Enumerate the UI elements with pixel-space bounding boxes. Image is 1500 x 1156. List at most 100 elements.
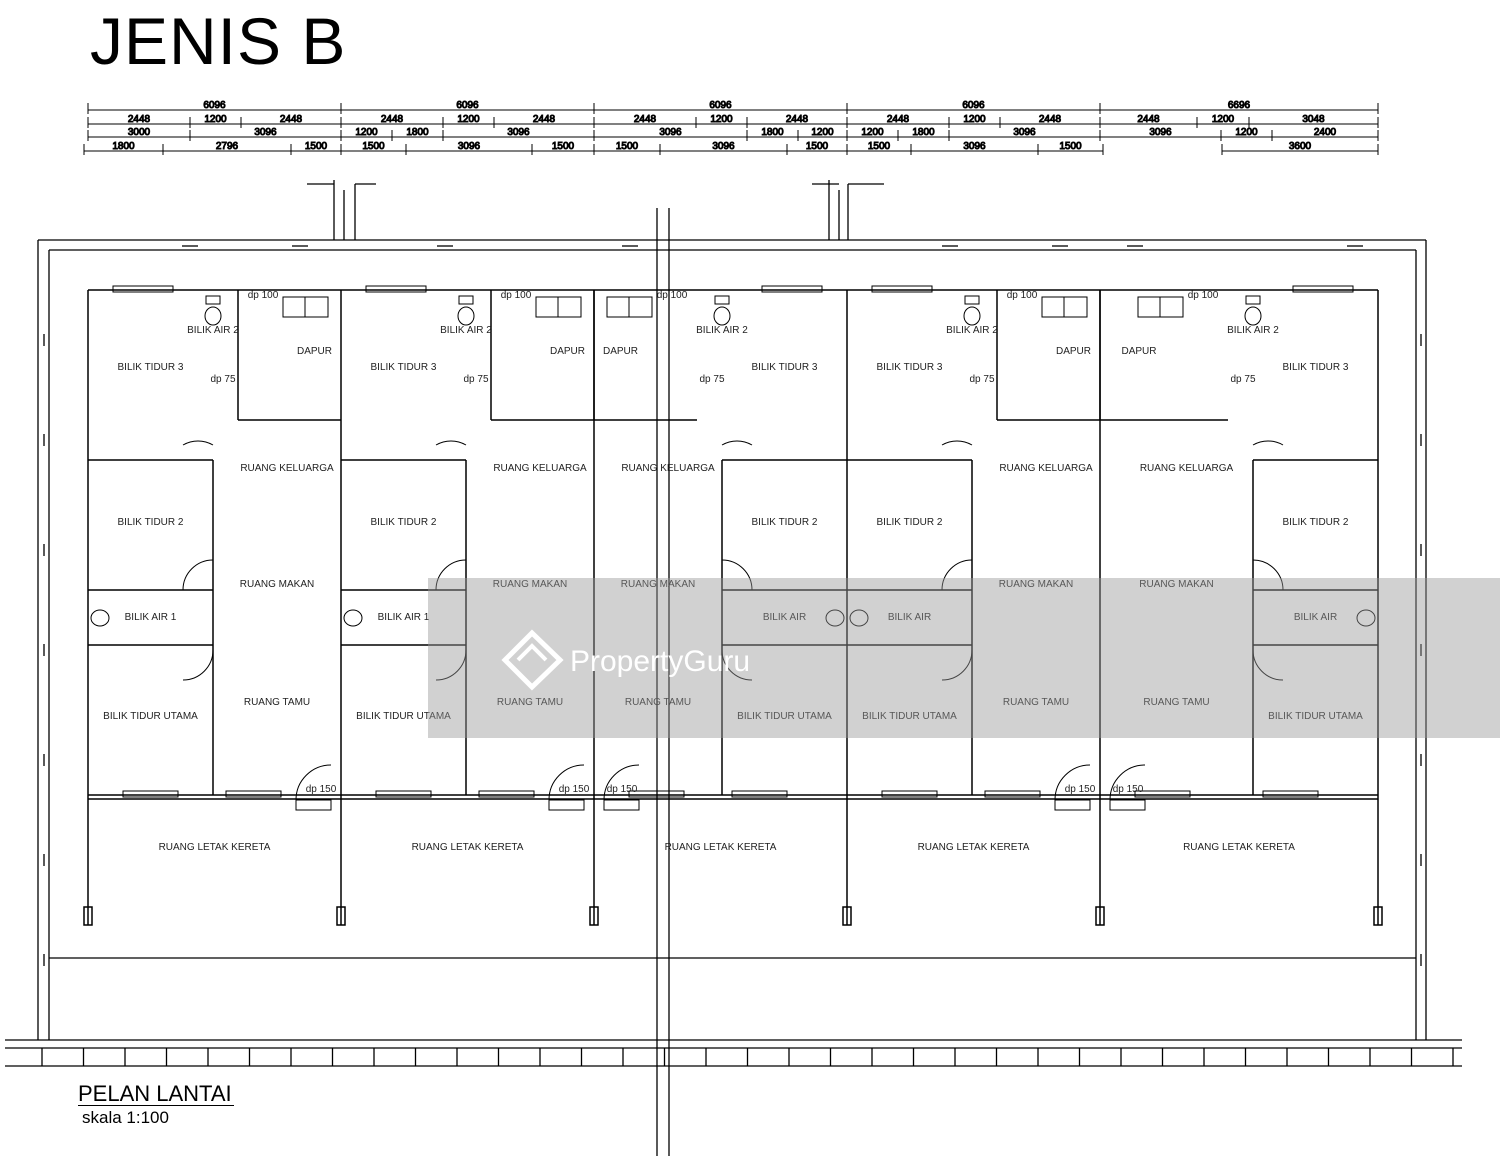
room-label: BILIK TIDUR 2 — [752, 517, 818, 528]
door-tag: dp 75 — [1230, 374, 1255, 385]
room-label: BILIK TIDUR 2 — [877, 517, 943, 528]
dimension-value: 6096 — [962, 100, 985, 111]
dimension-value: 1200 — [811, 127, 834, 138]
room-label: RUANG LETAK KERETA — [159, 842, 271, 853]
main-door — [295, 799, 332, 811]
room-label: BILIK TIDUR 2 — [371, 517, 437, 528]
window — [375, 790, 432, 798]
toilet-tank — [714, 295, 730, 305]
window — [881, 790, 938, 798]
room-label: RUANG LETAK KERETA — [412, 842, 524, 853]
door-swing — [721, 649, 753, 681]
room-label: RUANG KELUARGA — [1140, 463, 1234, 474]
door-tag: dp 75 — [969, 374, 994, 385]
door-tag: dp 100 — [657, 290, 688, 301]
door-swing — [548, 764, 585, 801]
room-label: RUANG KELUARGA — [621, 463, 715, 474]
toilet — [343, 609, 363, 627]
dimension-value: 1200 — [1212, 114, 1235, 125]
dimension-value: 1500 — [1059, 141, 1082, 152]
main-door — [548, 799, 585, 811]
toilet-tank — [1245, 295, 1261, 305]
dimension-value: 6096 — [203, 100, 226, 111]
room-label: DAPUR — [1121, 346, 1156, 357]
door-swing — [721, 440, 753, 446]
room-label: BILIK AIR 2 — [1227, 325, 1279, 336]
toilet — [204, 306, 222, 326]
dimension-value: 1500 — [552, 141, 575, 152]
dimension-value: 1500 — [362, 141, 385, 152]
dimension-value: 1800 — [761, 127, 784, 138]
room-label: RUANG LETAK KERETA — [1183, 842, 1295, 853]
door-tag: dp 150 — [306, 784, 337, 795]
toilet — [1244, 306, 1262, 326]
door-swing — [182, 649, 214, 681]
door-swing — [435, 440, 467, 446]
door-swing — [1252, 440, 1284, 446]
room-label: BILIK TIDUR 2 — [118, 517, 184, 528]
room-label: BILIK TIDUR 3 — [118, 362, 184, 373]
door-tag: dp 150 — [607, 784, 638, 795]
toilet-tank — [205, 295, 221, 305]
room-label: RUANG TAMU — [1003, 697, 1069, 708]
dimension-value: 3048 — [1302, 114, 1325, 125]
dimension-value: 1500 — [305, 141, 328, 152]
room-label: DAPUR — [297, 346, 332, 357]
door-tag: dp 100 — [248, 290, 279, 301]
dimension-value: 3096 — [458, 141, 481, 152]
dimension-value: 6096 — [456, 100, 479, 111]
room-label: RUANG KELUARGA — [493, 463, 587, 474]
door-swing — [721, 559, 753, 591]
room-label: RUANG TAMU — [625, 697, 691, 708]
room-label: RUANG LETAK KERETA — [918, 842, 1030, 853]
door-swing — [1109, 764, 1146, 801]
room-label: BILIK TIDUR 3 — [1283, 362, 1349, 373]
door-swing — [1054, 764, 1091, 801]
toilet — [849, 609, 869, 627]
room-label: BILIK AIR 2 — [946, 325, 998, 336]
main-door — [1054, 799, 1091, 811]
logo-chevron — [516, 643, 548, 662]
toilet — [457, 306, 475, 326]
dimension-value: 1800 — [912, 127, 935, 138]
unit-walls — [83, 289, 1383, 926]
door-tag: dp 75 — [210, 374, 235, 385]
dimension-value: 2448 — [887, 114, 910, 125]
toilet — [713, 306, 731, 326]
fixtures — [90, 285, 1376, 811]
room-label: RUANG MAKAN — [240, 579, 314, 590]
dimension-value: 1200 — [710, 114, 733, 125]
room-label: BILIK AIR 1 — [125, 612, 177, 623]
toilet — [963, 306, 981, 326]
room-label: BILIK AIR 2 — [696, 325, 748, 336]
room-label: RUANG TAMU — [244, 697, 310, 708]
drawing-title: JENIS B — [90, 4, 347, 78]
door-tag: dp 100 — [501, 290, 532, 301]
dimension-value: 2448 — [786, 114, 809, 125]
window — [761, 285, 823, 293]
door-swing — [1252, 649, 1284, 681]
dimension-value: 1500 — [868, 141, 891, 152]
dimension-value: 3000 — [128, 127, 151, 138]
logo-diamond — [501, 629, 564, 691]
window — [122, 790, 179, 798]
dimension-value: 1200 — [963, 114, 986, 125]
toilet-tank — [964, 295, 980, 305]
room-label: BILIK AIR 2 — [187, 325, 239, 336]
dimension-value: 1800 — [112, 141, 135, 152]
room-label: DAPUR — [603, 346, 638, 357]
porch-column — [336, 906, 346, 926]
dimension-value: 2448 — [280, 114, 303, 125]
door-swing — [435, 649, 467, 681]
toilet — [90, 609, 110, 627]
dimension-value: 3096 — [963, 141, 986, 152]
door-tag: dp 100 — [1007, 290, 1038, 301]
door-tag: dp 100 — [1188, 290, 1219, 301]
dimension-value: 2448 — [128, 114, 151, 125]
room-label: DAPUR — [1056, 346, 1091, 357]
window — [1134, 790, 1191, 798]
room-label: RUANG KELUARGA — [999, 463, 1093, 474]
dimension-value: 3600 — [1289, 141, 1312, 152]
